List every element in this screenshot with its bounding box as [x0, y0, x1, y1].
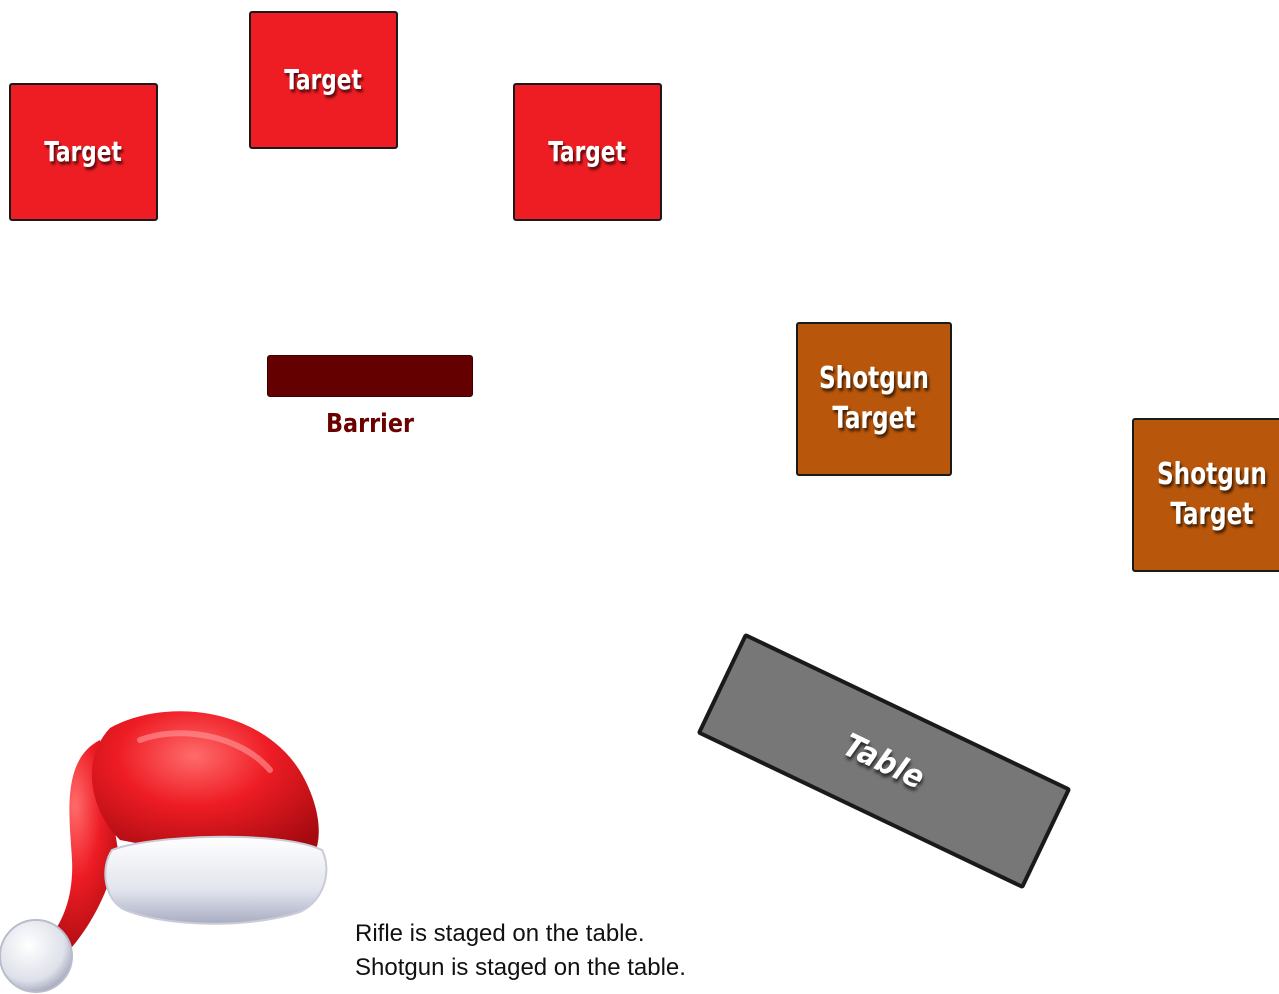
note-shotgun: Shotgun is staged on the table. [355, 951, 686, 985]
target-2: Target [249, 11, 398, 149]
santa-hat-icon [0, 700, 340, 994]
target-label: Target [285, 60, 363, 100]
shotgun-target-label: Shotgun Target [819, 359, 929, 439]
notes: Rifle is staged on the table. Shotgun is… [355, 917, 686, 985]
shotgun-target-1: Shotgun Target [796, 322, 952, 476]
target-3: Target [513, 83, 662, 221]
table: Table [697, 633, 1072, 890]
target-label: Target [45, 132, 123, 172]
target-1: Target [9, 83, 158, 221]
barrier-label: Barrier [281, 406, 458, 442]
barrier [267, 355, 473, 397]
shotgun-target-label: Shotgun Target [1157, 455, 1267, 535]
note-rifle: Rifle is staged on the table. [355, 917, 686, 951]
shotgun-target-2: Shotgun Target [1132, 418, 1279, 572]
target-label: Target [549, 132, 627, 172]
table-label: Table [837, 725, 931, 798]
